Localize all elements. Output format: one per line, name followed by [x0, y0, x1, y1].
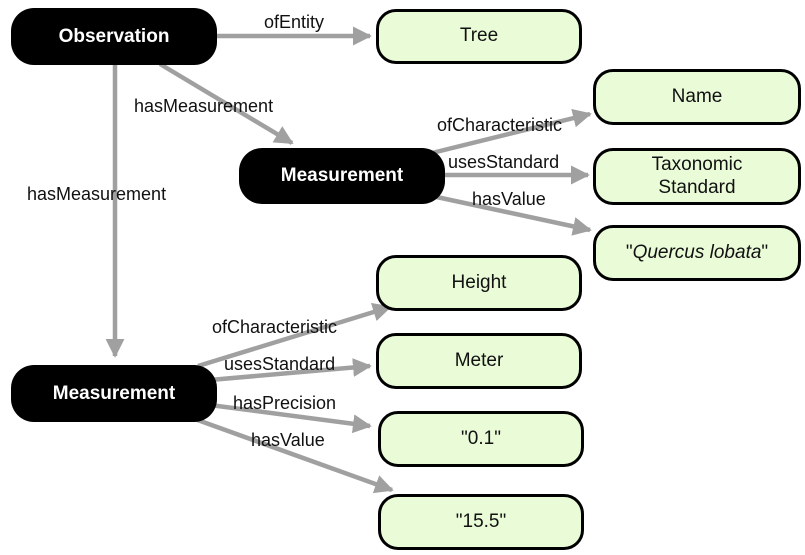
- node-height-value: "15.5": [378, 494, 584, 550]
- node-quercus-lobata-label: "Quercus lobata": [626, 242, 768, 265]
- edge-m2-of-characteristic: [197, 302, 392, 369]
- quote-open: ": [625, 241, 633, 263]
- edge-m2-uses-standard: [209, 358, 372, 383]
- label-m2-has-precision: hasPrecision: [233, 393, 337, 413]
- node-taxonomic-standard-label: Taxonomic Standard: [652, 154, 743, 200]
- edge-has-measurement-1: [158, 62, 294, 145]
- label-of-entity: ofEntity: [264, 12, 325, 32]
- node-observation: Observation: [11, 8, 217, 65]
- label-m2-has-value: hasValue: [251, 430, 325, 450]
- edge-m2-has-precision: [209, 402, 372, 434]
- node-quercus-lobata: "Quercus lobata": [593, 225, 801, 281]
- node-height-value-label: "15.5": [455, 510, 507, 532]
- edge-m2-has-value: [191, 415, 394, 494]
- label-m1-has-value: hasValue: [472, 189, 546, 209]
- label-m2-of-characteristic: ofCharacteristic: [212, 317, 338, 337]
- node-name: Name: [593, 69, 801, 125]
- quote-close: ": [761, 241, 769, 263]
- node-meter: Meter: [376, 333, 582, 389]
- label-has-measurement-1: hasMeasurement: [134, 96, 274, 116]
- node-precision-value: "0.1": [378, 411, 584, 467]
- species-name: Quercus lobata: [632, 241, 762, 263]
- node-name-label: Name: [671, 85, 723, 107]
- node-taxonomic-standard-line2: Standard: [658, 176, 736, 198]
- label-m1-of-characteristic: ofCharacteristic: [437, 115, 563, 135]
- edge-m1-of-characteristic: [431, 108, 592, 156]
- label-has-measurement-2: hasMeasurement: [27, 184, 167, 204]
- node-height-label: Height: [451, 271, 507, 293]
- edge-m1-has-value: [431, 193, 592, 236]
- node-measurement-1: Measurement: [239, 148, 445, 204]
- node-taxonomic-standard-line1: Taxonomic: [651, 153, 743, 175]
- node-tree-label: Tree: [459, 25, 499, 47]
- node-observation-label: Observation: [58, 25, 170, 47]
- node-height: Height: [376, 255, 582, 311]
- node-precision-value-label: "0.1": [461, 427, 501, 449]
- label-m1-uses-standard: usesStandard: [448, 152, 560, 172]
- node-meter-label: Meter: [454, 349, 504, 371]
- label-m2-uses-standard: usesStandard: [224, 354, 336, 374]
- node-tree: Tree: [376, 9, 582, 64]
- node-measurement-2-label: Measurement: [52, 382, 176, 404]
- node-measurement-2: Measurement: [11, 365, 217, 422]
- node-measurement-1-label: Measurement: [280, 165, 404, 186]
- node-taxonomic-standard: Taxonomic Standard: [593, 148, 801, 205]
